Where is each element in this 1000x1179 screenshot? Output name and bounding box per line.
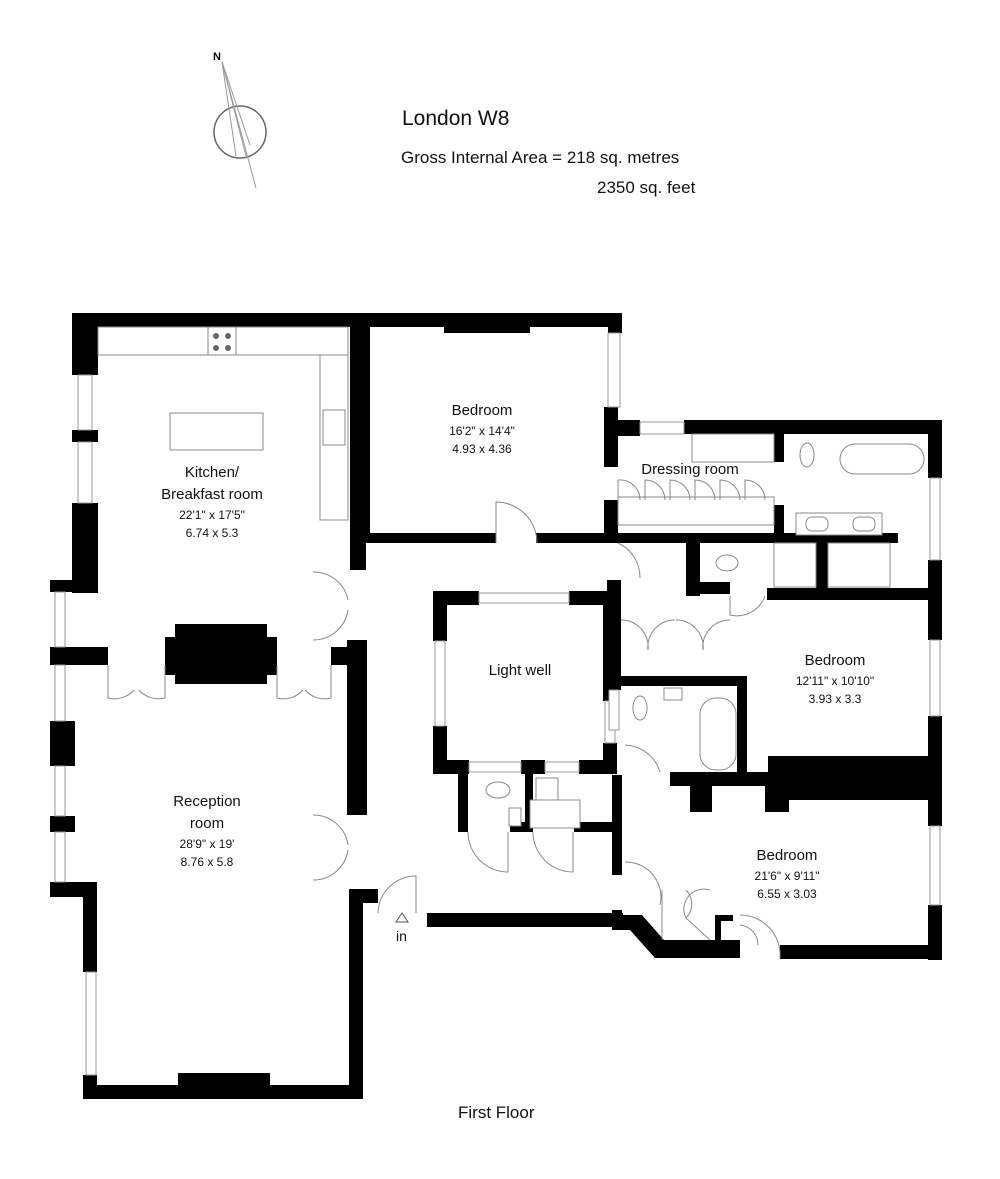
room-imperial: 16'2" x 14'4" xyxy=(449,424,515,438)
room-metric: 3.93 x 3.3 xyxy=(808,692,862,706)
property-title: London W8 xyxy=(402,107,510,130)
room-imperial: 22'1" x 17'5" xyxy=(179,508,245,522)
gross-internal-area: Gross Internal Area = 218 sq. metres xyxy=(401,148,680,167)
room-name: Bedroom xyxy=(756,847,818,864)
room-reception: Reception room 28'9" x 19' 8.76 x 5.8 xyxy=(173,791,241,871)
room-bedroom-1: Bedroom 16'2" x 14'4" 4.93 x 4.36 xyxy=(449,400,515,458)
fixtures xyxy=(97,326,925,829)
room-name: Reception xyxy=(173,793,241,810)
room-name: Bedroom xyxy=(804,652,866,669)
windows xyxy=(54,332,941,1076)
room-metric: 6.55 x 3.03 xyxy=(757,887,817,901)
room-dressing: Dressing room xyxy=(641,459,739,481)
room-name: Dressing room xyxy=(641,461,739,478)
room-imperial: 28'9" x 19' xyxy=(179,837,235,851)
north-compass-icon xyxy=(213,61,267,189)
doors xyxy=(107,479,781,959)
room-imperial: 21'6" x 9'11" xyxy=(754,869,820,883)
room-imperial: 12'11" x 10'10" xyxy=(795,674,875,688)
floor-label: First Floor xyxy=(458,1103,535,1122)
entrance-arrow-icon xyxy=(395,912,409,923)
room-name: Light well xyxy=(488,662,552,679)
compass-n-label: N xyxy=(213,51,221,63)
area-sqft: 2350 sq. feet xyxy=(597,178,696,197)
room-bedroom-3: Bedroom 21'6" x 9'11" 6.55 x 3.03 xyxy=(755,845,820,903)
room-bedroom-2: Bedroom 12'11" x 10'10" 3.93 x 3.3 xyxy=(796,650,874,708)
room-metric: 8.76 x 5.8 xyxy=(180,855,234,869)
room-name: Breakfast room xyxy=(161,486,263,503)
room-metric: 6.74 x 5.3 xyxy=(185,526,239,540)
entrance-label: in xyxy=(396,928,407,944)
room-kitchen: Kitchen/ Breakfast room 22'1" x 17'5" 6.… xyxy=(161,462,263,542)
room-name: room xyxy=(189,815,225,832)
room-light-well: Light well xyxy=(489,660,552,682)
walls xyxy=(50,313,942,1099)
room-metric: 4.93 x 4.36 xyxy=(452,442,512,456)
room-name: Kitchen/ xyxy=(184,464,240,481)
room-name: Bedroom xyxy=(451,402,513,419)
